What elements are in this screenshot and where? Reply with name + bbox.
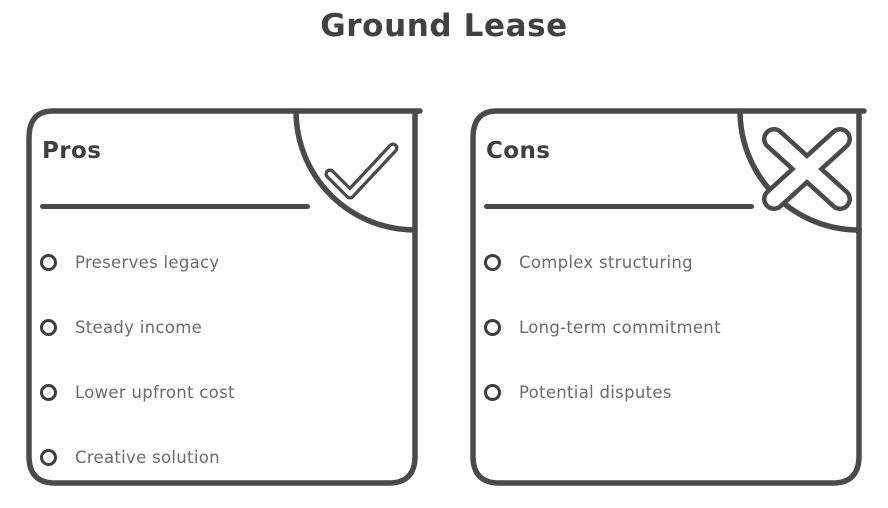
cross-icon-inner	[766, 131, 848, 207]
list-item-label: Preserves legacy	[75, 253, 220, 272]
list-item-label: Creative solution	[75, 448, 220, 467]
list-item: Long-term commitment	[484, 295, 848, 360]
list-item: Steady income	[40, 295, 404, 360]
pros-heading: Pros	[42, 138, 102, 164]
cons-heading-rule	[484, 204, 754, 209]
list-item: Creative solution	[40, 425, 404, 490]
check-icon-inner	[327, 145, 396, 197]
pros-corner-arc	[293, 108, 418, 233]
cons-card: Cons Complex structuring Long-term commi…	[468, 106, 867, 488]
circle-bullet-icon	[484, 254, 501, 271]
circle-bullet-icon	[40, 449, 57, 466]
list-item-label: Long-term commitment	[519, 318, 721, 337]
list-item: Preserves legacy	[40, 230, 404, 295]
circle-bullet-icon	[40, 384, 57, 401]
circle-bullet-icon	[40, 319, 57, 336]
list-item: Lower upfront cost	[40, 360, 404, 425]
list-item: Complex structuring	[484, 230, 848, 295]
pros-item-list: Preserves legacy Steady income Lower upf…	[40, 230, 404, 490]
list-item-label: Lower upfront cost	[75, 383, 235, 402]
list-item-label: Potential disputes	[519, 383, 672, 402]
circle-bullet-icon	[484, 384, 501, 401]
circle-bullet-icon	[40, 254, 57, 271]
page-title: Ground Lease	[320, 8, 568, 44]
pros-heading-rule	[40, 204, 310, 209]
cons-heading: Cons	[486, 138, 551, 164]
pros-card: Pros Preserves legacy Steady income Lowe…	[24, 106, 423, 490]
list-item-label: Steady income	[75, 318, 203, 337]
cons-item-list: Complex structuring Long-term commitment…	[484, 230, 848, 425]
list-item: Potential disputes	[484, 360, 848, 425]
circle-bullet-icon	[484, 319, 501, 336]
list-item-label: Complex structuring	[519, 253, 693, 272]
